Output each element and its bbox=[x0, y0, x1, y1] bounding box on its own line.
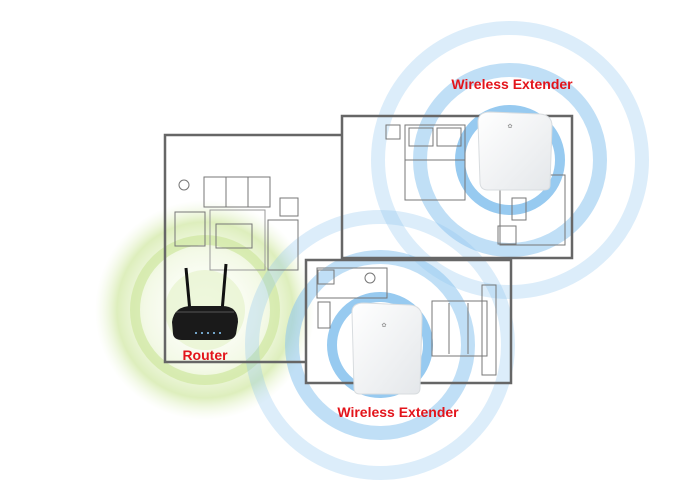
furniture-sketches bbox=[174, 124, 566, 376]
huawei-logo-icon: ✿ bbox=[507, 123, 512, 130]
extender-top-label: Wireless Extender bbox=[451, 76, 573, 92]
router-device bbox=[172, 263, 238, 340]
extender-top-device: ✿ bbox=[477, 111, 553, 191]
extender-bottom-label: Wireless Extender bbox=[337, 404, 459, 420]
huawei-logo-icon: ✿ bbox=[381, 322, 386, 329]
router-label: Router bbox=[182, 347, 228, 363]
extender-bottom-device: ✿ bbox=[351, 302, 423, 395]
